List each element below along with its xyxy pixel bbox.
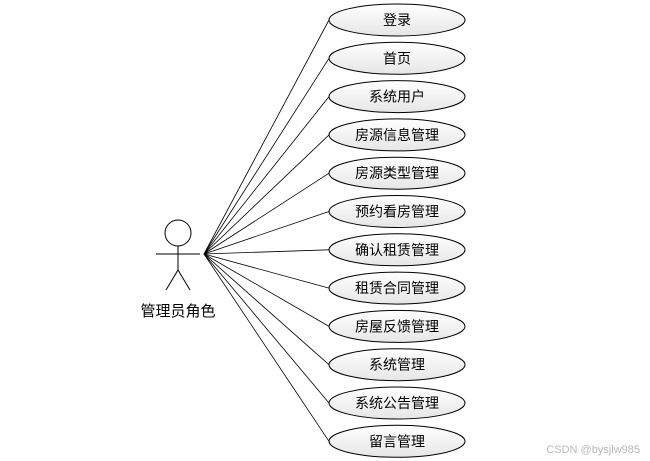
association-line	[203, 253, 330, 365]
use-case-ellipse	[328, 3, 466, 37]
association-line	[203, 253, 330, 289]
use-case-ellipse	[328, 80, 466, 114]
actor-name: 管理员角色	[140, 303, 215, 320]
use-case: 留言管理	[328, 424, 466, 458]
association-lines	[203, 19, 330, 442]
use-case-label: 留言管理	[369, 433, 425, 449]
use-case-label: 首页	[383, 50, 411, 66]
use-case: 房屋反馈管理	[328, 309, 466, 343]
association-line	[203, 253, 330, 404]
use-case-ellipse	[328, 348, 466, 382]
use-case-label: 系统用户	[369, 89, 425, 105]
association-line	[203, 96, 330, 255]
use-case: 系统用户	[328, 80, 466, 114]
association-line	[203, 134, 330, 255]
use-case-ellipse	[328, 195, 466, 228]
use-case-list: 登录首页系统用户房源信息管理房源类型管理预约看房管理确认租赁管理租赁合同管理房屋…	[328, 3, 466, 458]
watermark: CSDN @bysjlw985	[546, 444, 640, 456]
use-case-ellipse	[328, 271, 466, 305]
use-case-ellipse	[328, 156, 466, 190]
use-case: 首页	[328, 41, 466, 75]
actor-right-leg	[177, 269, 191, 291]
association-line	[203, 211, 330, 255]
use-case: 房源信息管理	[328, 118, 466, 152]
use-case-label: 登录	[383, 12, 411, 28]
use-case-label: 房屋反馈管理	[355, 318, 439, 334]
use-case-label: 确认租赁管理	[355, 242, 439, 258]
use-case: 确认租赁管理	[328, 233, 466, 267]
use-case: 预约看房管理	[328, 195, 466, 228]
actor-head	[164, 219, 192, 247]
use-case-label: 系统公告管理	[355, 395, 439, 411]
use-case: 登录	[328, 3, 466, 37]
association-line	[203, 253, 330, 442]
use-case-ellipse	[328, 424, 466, 458]
association-line	[203, 172, 330, 255]
association-line	[203, 249, 330, 255]
use-case: 房源类型管理	[328, 156, 466, 190]
association-line	[203, 58, 330, 255]
use-case: 系统管理	[328, 348, 466, 382]
use-case-ellipse	[328, 118, 466, 152]
use-case-ellipse	[328, 386, 466, 420]
use-case: 系统公告管理	[328, 386, 466, 420]
use-case-label: 房源类型管理	[355, 165, 439, 181]
actor-left-leg	[165, 269, 179, 291]
use-case-label: 租赁合同管理	[355, 280, 439, 296]
association-line	[203, 19, 330, 255]
actor: 管理员角色	[140, 219, 216, 320]
use-case: 租赁合同管理	[328, 271, 466, 305]
use-case-label: 房源信息管理	[355, 127, 439, 143]
use-case-ellipse	[328, 233, 466, 267]
use-case-ellipse	[328, 309, 466, 343]
use-case-ellipse	[328, 41, 466, 75]
use-case-label: 预约看房管理	[355, 204, 439, 220]
association-line	[203, 253, 330, 327]
use-case-label: 系统管理	[369, 357, 425, 373]
